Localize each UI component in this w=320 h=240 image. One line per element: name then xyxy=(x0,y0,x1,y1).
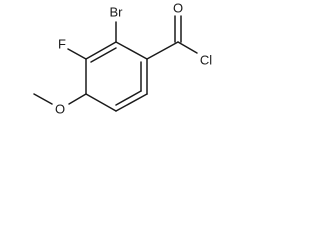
atom-label-fluorine: F xyxy=(58,37,66,52)
benzene-ring xyxy=(85,41,148,112)
bond-c4-o xyxy=(68,93,87,105)
atom-label-chlorine: Cl xyxy=(200,53,212,68)
ring-bond-c5-c6 xyxy=(115,93,148,112)
bond-carbonyl-cl xyxy=(177,41,198,54)
bond-c3-f xyxy=(67,48,87,60)
bond-c1-carbonyl xyxy=(146,41,179,60)
ring-bond-c1-c2 xyxy=(115,41,148,60)
bond-o-ch3 xyxy=(33,93,53,105)
ring-double-bond-inner-1 xyxy=(90,47,117,63)
ring-bond-c4-c5 xyxy=(85,93,117,112)
ring-bond-c2-c3 xyxy=(85,41,117,60)
chemical-structure-diagram: Br F O Cl O xyxy=(33,1,212,117)
atom-label-carbonyl-oxygen: O xyxy=(173,1,183,16)
ring-double-bond-inner-2 xyxy=(115,90,142,106)
atom-label-bromine: Br xyxy=(110,5,124,20)
atom-label-ether-oxygen: O xyxy=(55,102,65,117)
